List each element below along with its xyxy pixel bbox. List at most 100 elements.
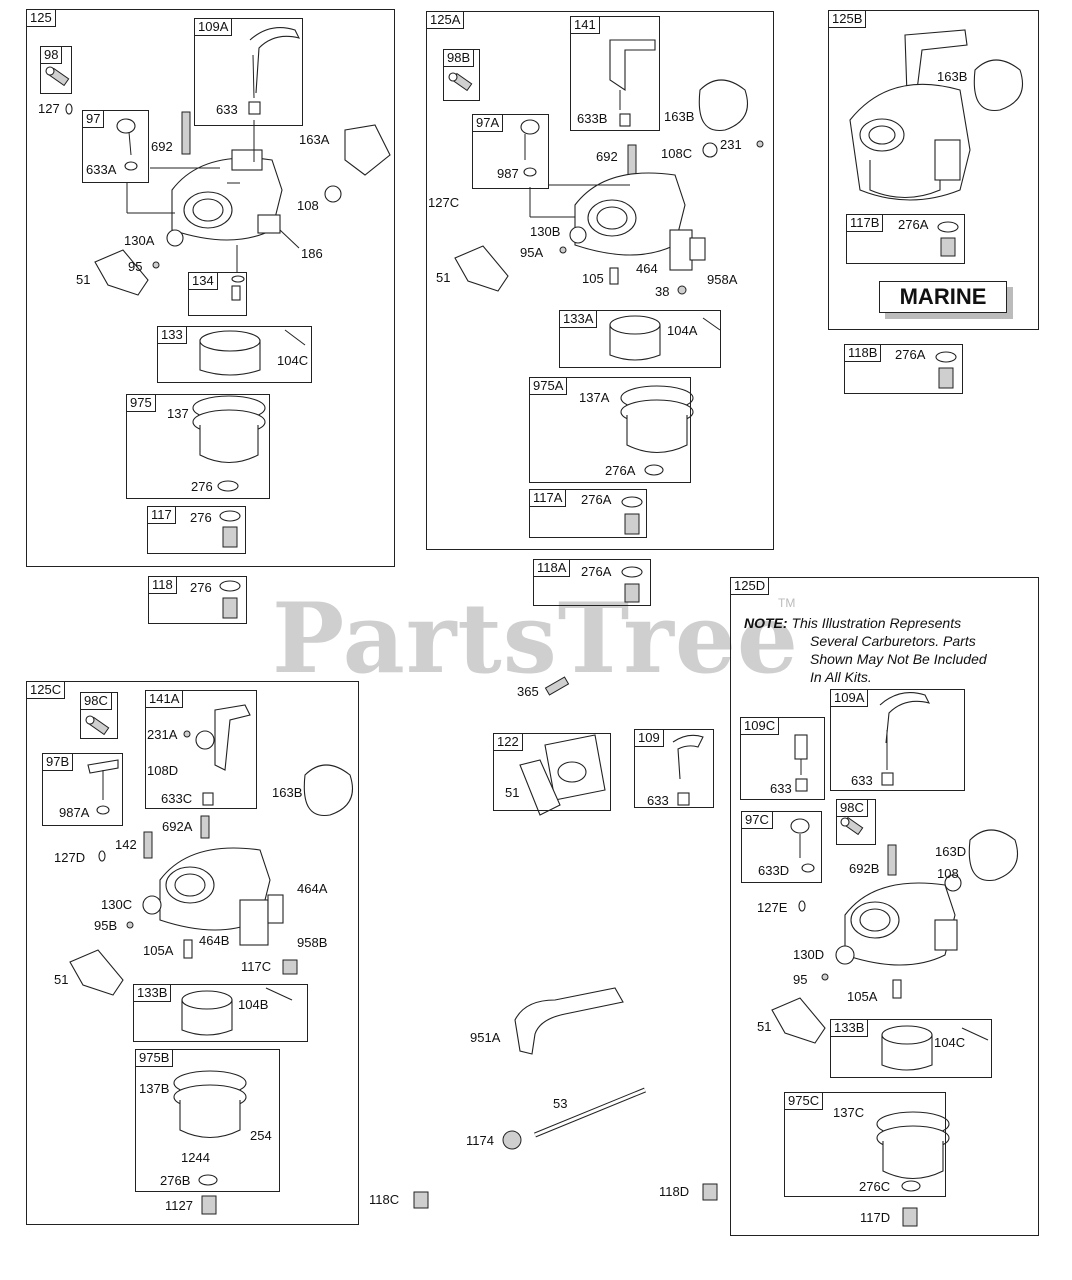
gasket-163B2-icon <box>973 59 1024 112</box>
kit-box-109: 109 <box>634 729 714 808</box>
o-ring-127D-icon <box>98 850 106 862</box>
part-label: 633C <box>161 791 193 806</box>
box-tag: 109 <box>634 729 664 747</box>
part-label: 1174 <box>466 1133 494 1148</box>
part-label: 105A <box>143 943 174 958</box>
kit-box-97A: 97A <box>472 114 549 189</box>
part-label: 105A <box>847 989 878 1004</box>
part-label: 127E <box>757 900 788 915</box>
box-tag: 98C <box>80 692 112 710</box>
note-line-1: This Illustration Represents <box>791 615 962 631</box>
part-label: 1244 <box>181 1150 210 1165</box>
part-label: 104C <box>934 1035 966 1050</box>
part-label: 142 <box>115 837 137 852</box>
note-heading: NOTE: <box>744 615 788 631</box>
box-tag: 98B <box>443 49 475 67</box>
bolt-1127-icon <box>201 1195 217 1215</box>
part-label: 276A <box>581 492 612 507</box>
kit-box-117A: 117A <box>529 489 647 538</box>
part-label: 95B <box>94 918 118 933</box>
illustration-note: NOTE: This Illustration Represents Sever… <box>744 614 987 686</box>
throttle-plate-108-icon <box>324 185 342 203</box>
part-label: 692B <box>849 861 880 876</box>
choke-plate-130D-icon <box>835 945 855 965</box>
choke-shaft-97A-icon <box>520 119 540 177</box>
part-label: 231 <box>720 137 742 152</box>
part-label: 231A <box>147 727 178 742</box>
bolt-117B-icon <box>940 237 956 257</box>
carburetor-125C-icon <box>159 847 284 946</box>
kit-box-117: 117 <box>147 506 246 554</box>
box-tag: 134 <box>188 272 218 290</box>
screw-142-icon <box>143 831 153 859</box>
part-label: 186 <box>301 246 323 261</box>
part-label: 163B <box>937 69 968 84</box>
part-label: 51 <box>505 785 520 800</box>
box-tag: 109A <box>830 689 869 707</box>
gasket-51e-icon <box>771 997 826 1044</box>
part-label: 130D <box>793 947 825 962</box>
part-label: 276 <box>190 580 212 595</box>
part-label: 958A <box>707 272 738 287</box>
gasket-276b-icon <box>219 510 241 522</box>
fuel-shutoff-141-icon <box>609 39 656 127</box>
bolt-118C-icon <box>413 1191 429 1209</box>
throttle-link-951A-icon <box>514 987 624 1055</box>
choke-plate-130C-icon <box>142 895 162 915</box>
spring-692-icon <box>181 111 191 155</box>
carburetor-125A-icon <box>574 172 706 271</box>
part-label: 127C <box>428 195 460 210</box>
part-label: 1127 <box>165 1198 193 1213</box>
part-label: 127D <box>54 850 86 865</box>
kit-box-133A: 133A <box>559 310 721 368</box>
part-label: 163B <box>664 109 695 124</box>
bolt-118-icon <box>222 597 238 619</box>
kit-box-109A: 109A <box>194 18 303 126</box>
box-tag: 122 <box>493 733 523 751</box>
kit-box-98B: 98B <box>443 49 480 101</box>
part-label: 633A <box>86 162 117 177</box>
part-label: 53 <box>553 1096 568 1111</box>
bolt-117D-icon <box>902 1207 918 1227</box>
needle-105-icon <box>609 267 619 285</box>
part-label: 108 <box>937 866 959 881</box>
part-label: 163A <box>299 132 330 147</box>
box-tag: 109C <box>740 717 780 735</box>
bowl-137B-icon <box>173 1070 247 1138</box>
screw-98C2-icon <box>840 816 864 836</box>
box-tag: 133B <box>133 984 172 1002</box>
fuel-shutoff-141A-icon <box>195 704 251 771</box>
part-label: 137A <box>579 390 610 405</box>
part-label: 163D <box>935 844 967 859</box>
part-label: 127 <box>38 101 60 116</box>
kit-box-118A: 118A <box>533 559 651 606</box>
gasket-51c-icon <box>69 949 124 996</box>
kit-box-133: 133 <box>157 326 312 383</box>
kit-box-975: 975 <box>126 394 270 499</box>
gasket-276A5-icon <box>935 351 957 363</box>
gasket-276B-icon <box>198 1174 218 1186</box>
note-line-2: Several Carburetors. Parts <box>810 633 976 649</box>
kit-box-133B: 133B <box>133 984 308 1042</box>
screw-95-icon <box>152 261 160 269</box>
needle-105A-icon <box>183 939 193 959</box>
bowl-137C-icon <box>876 1111 950 1179</box>
box-tag: 97C <box>741 811 773 829</box>
part-label: 464B <box>199 933 230 948</box>
part-label: 108 <box>297 198 319 213</box>
screw-231-icon <box>756 140 764 148</box>
part-label: 633D <box>758 863 790 878</box>
fuel-tube-109A2-icon <box>879 692 931 786</box>
kit-box-125: 125 <box>26 9 395 567</box>
spring-692B-icon <box>887 844 897 876</box>
seal-633C-icon <box>202 792 214 806</box>
gasket-276A4-icon <box>937 221 959 233</box>
part-label: 118D <box>659 1184 690 1199</box>
part-label: 137C <box>833 1105 865 1120</box>
gasket-163B3-icon <box>303 764 354 817</box>
gasket-163B-icon <box>698 79 749 132</box>
box-tag: 975C <box>784 1092 824 1110</box>
kit-box-125B: 125B <box>828 10 1039 330</box>
carburetor-125-icon <box>171 149 283 241</box>
part-label: 95 <box>128 259 143 274</box>
